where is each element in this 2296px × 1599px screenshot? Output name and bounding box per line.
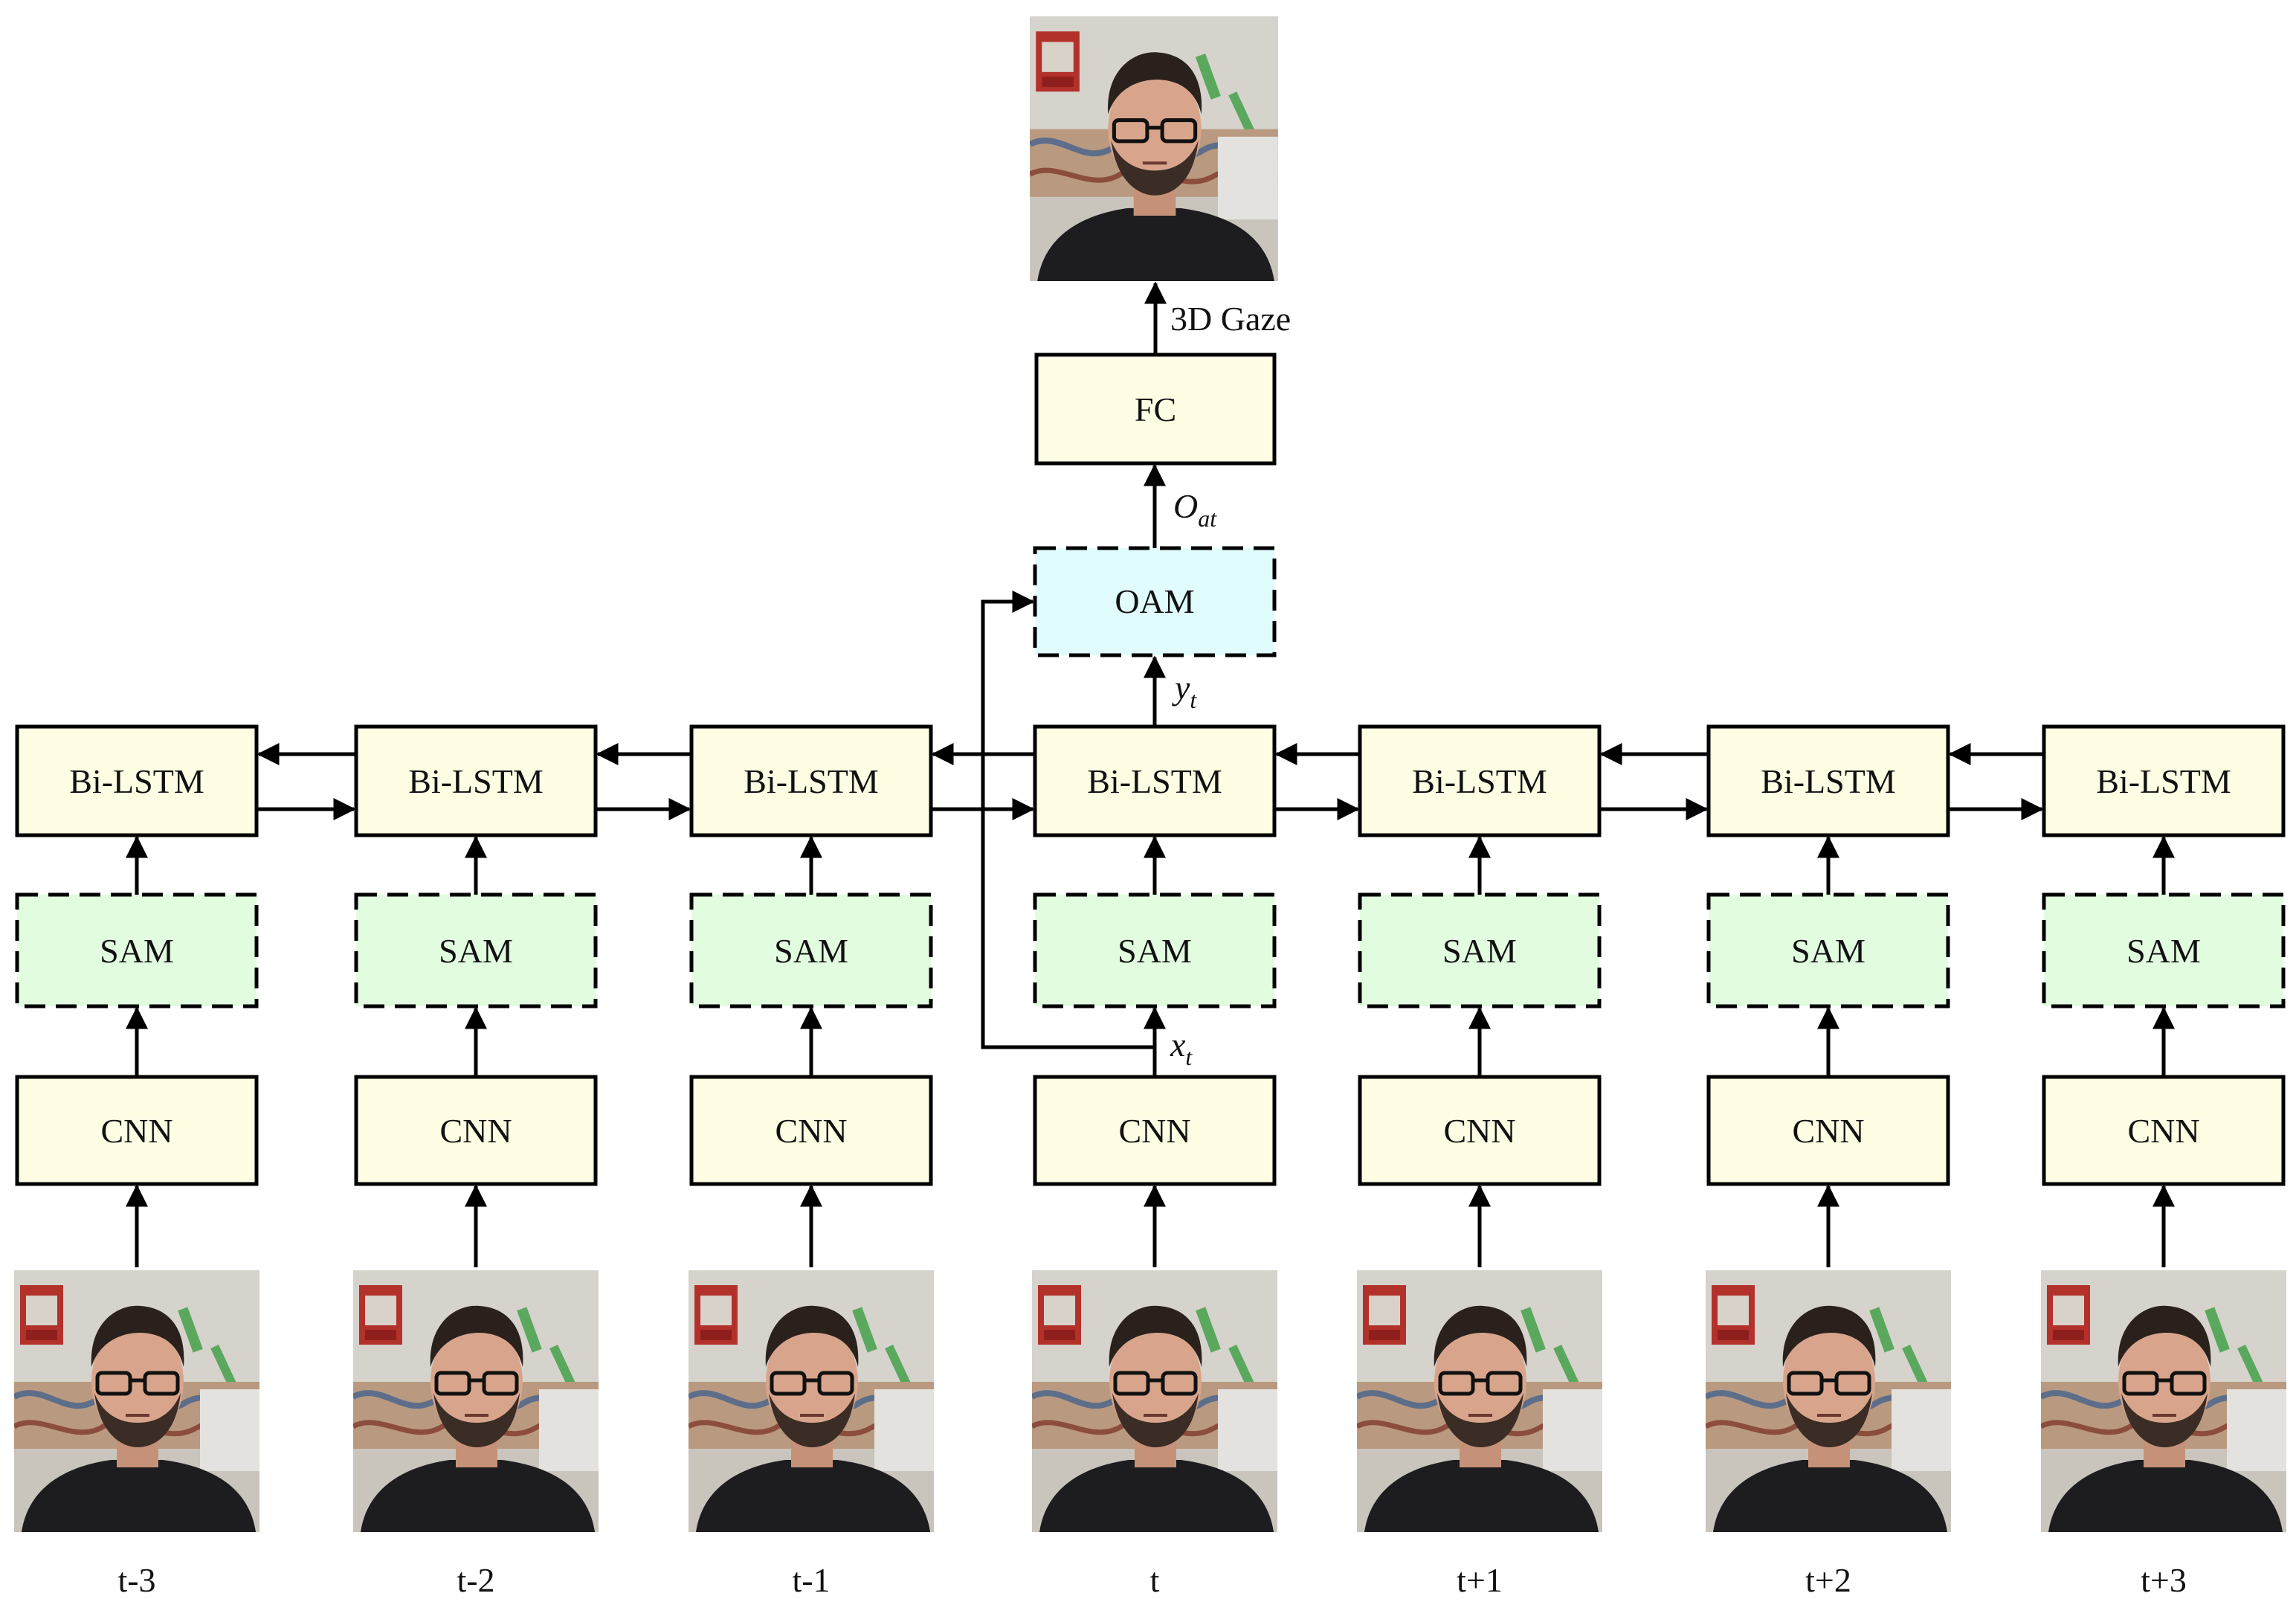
- bi-lstm-block-label: Bi-LSTM: [69, 762, 204, 800]
- oam-block: OAM: [1033, 546, 1277, 657]
- x-t-label: xt: [1170, 1026, 1193, 1070]
- cnn-block-label: CNN: [100, 1112, 172, 1150]
- sam-block: SAM: [354, 892, 598, 1008]
- cnn-block: CNN: [354, 1075, 598, 1186]
- cnn-block: CNN: [689, 1075, 933, 1186]
- cnn-block-label: CNN: [1443, 1112, 1515, 1150]
- sam-block: SAM: [2042, 892, 2286, 1008]
- input-face-image: [353, 1270, 599, 1532]
- bi-lstm-block: Bi-LSTM: [15, 724, 259, 837]
- o-at-label: Oat: [1173, 487, 1217, 532]
- cnn-block-label: CNN: [1118, 1112, 1190, 1150]
- input-face-image: [2041, 1270, 2286, 1532]
- sam-block-label: SAM: [1442, 932, 1517, 970]
- output-face-image: [1030, 16, 1278, 281]
- bi-lstm-block-label: Bi-LSTM: [2096, 762, 2231, 800]
- frame-label: t+2: [1805, 1561, 1851, 1599]
- cnn-block-label: CNN: [439, 1112, 512, 1150]
- sam-block: SAM: [15, 892, 259, 1008]
- input-face-image: [1357, 1270, 1602, 1532]
- input-face-image: [1706, 1270, 1951, 1532]
- bi-lstm-block: Bi-LSTM: [689, 724, 933, 837]
- bi-lstm-block: Bi-LSTM: [1033, 724, 1277, 837]
- frame-label: t-2: [457, 1561, 494, 1599]
- skip-connection-xt-to-oam: [981, 591, 1155, 1049]
- sam-block: SAM: [1706, 892, 1950, 1008]
- bi-lstm-block-label: Bi-LSTM: [1412, 762, 1547, 800]
- bi-lstm-block-label: Bi-LSTM: [744, 762, 878, 800]
- cnn-block: CNN: [15, 1075, 259, 1186]
- cnn-block-label: CNN: [2127, 1112, 2199, 1150]
- fc-block: FC: [1034, 353, 1277, 466]
- sam-block: SAM: [689, 892, 933, 1008]
- frame-label: t+1: [1457, 1561, 1503, 1599]
- sam-block-label: SAM: [774, 932, 848, 970]
- input-face-image: [689, 1270, 934, 1532]
- sam-block-label: SAM: [439, 932, 513, 970]
- y-t-label: yt: [1172, 669, 1197, 713]
- sam-block-label: SAM: [100, 932, 174, 970]
- frame-label: t+3: [2141, 1561, 2187, 1599]
- bi-lstm-block: Bi-LSTM: [354, 724, 598, 837]
- frame-label: t-1: [792, 1561, 830, 1599]
- sam-block: SAM: [1033, 892, 1277, 1008]
- fc-label: FC: [1135, 390, 1176, 428]
- temporal-pipeline: t-3 CNN SAM Bi-LSTM t-2 CNN SAM Bi-LSTM t-1 CNN SA…: [14, 724, 2286, 1599]
- input-face-image: [1032, 1270, 1277, 1532]
- bi-lstm-block: Bi-LSTM: [1706, 724, 1950, 837]
- bi-lstm-block-label: Bi-LSTM: [1761, 762, 1895, 800]
- sam-block-label: SAM: [1118, 932, 1192, 970]
- sam-block: SAM: [1358, 892, 1602, 1008]
- cnn-block-label: CNN: [775, 1112, 847, 1150]
- input-face-image: [14, 1270, 259, 1532]
- bi-lstm-block: Bi-LSTM: [2042, 724, 2286, 837]
- sam-block-label: SAM: [1791, 932, 1866, 970]
- sam-block-label: SAM: [2126, 932, 2201, 970]
- cnn-block: CNN: [2042, 1075, 2286, 1186]
- cnn-block: CNN: [1706, 1075, 1950, 1186]
- cnn-block: CNN: [1033, 1075, 1277, 1186]
- bi-lstm-block: Bi-LSTM: [1358, 724, 1602, 837]
- bi-lstm-block-label: Bi-LSTM: [408, 762, 543, 800]
- bi-lstm-block-label: Bi-LSTM: [1087, 762, 1222, 800]
- oam-label: OAM: [1115, 582, 1194, 620]
- output-label: 3D Gaze: [1170, 300, 1291, 338]
- cnn-block: CNN: [1358, 1075, 1602, 1186]
- frame-label: t-3: [117, 1561, 155, 1599]
- cnn-block-label: CNN: [1792, 1112, 1864, 1150]
- frame-label: t: [1150, 1561, 1160, 1599]
